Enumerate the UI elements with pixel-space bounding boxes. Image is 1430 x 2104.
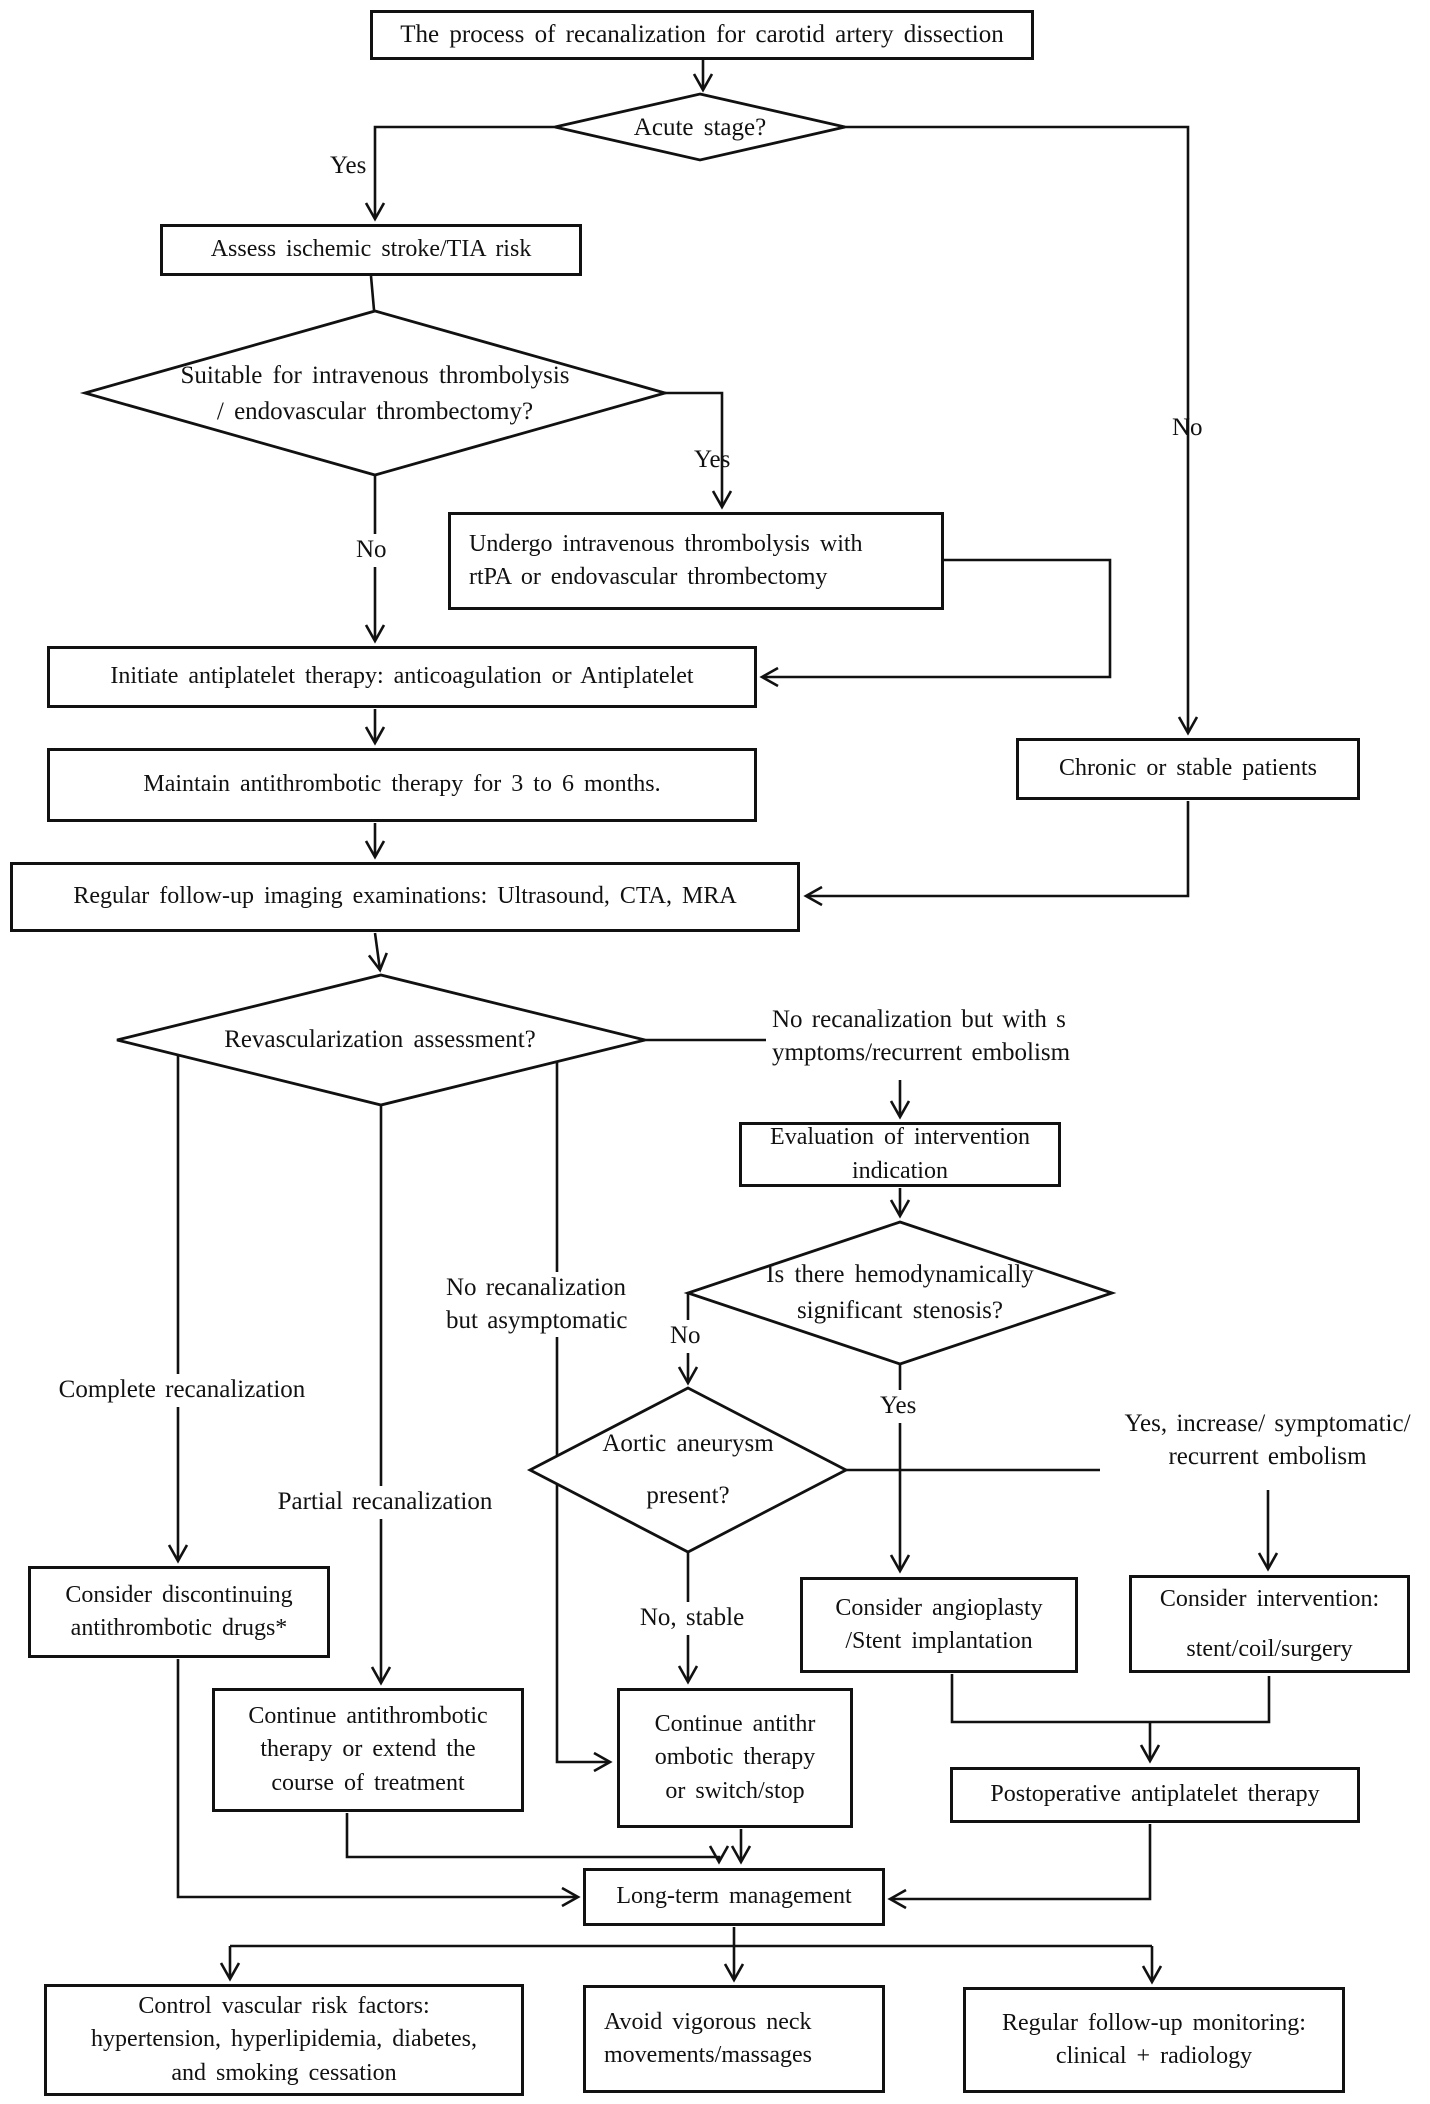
label-suitable-yes: Yes [694, 446, 731, 473]
continue-extend-box: Continue antithrombotic therapy or exten… [212, 1688, 524, 1812]
edge-imaging-revasc [367, 932, 388, 973]
avoid-neck-movements-box: Avoid vigorous neck movements/massages [583, 1985, 885, 2093]
edge-acute-no [845, 125, 1199, 736]
edge-postop-longterm [887, 1824, 1152, 1910]
continue-switch-box: Continue antithr ombotic therapy or swit… [617, 1688, 853, 1828]
label-no-recanalization-asymptomatic: No recanalization but asymptomatic [442, 1272, 676, 1337]
label-acute-no: No [1172, 414, 1203, 441]
edge-assess-suitable [369, 275, 376, 311]
edge-acute-yes [364, 125, 555, 222]
label-aortic-no-stable: No, stable [626, 1602, 758, 1635]
decision-acute-stage [554, 92, 846, 162]
label-partial-recanalization: Partial recanalization [258, 1486, 512, 1519]
label-stenosis-yes: Yes [876, 1390, 921, 1423]
title-box: The process of recanalization for caroti… [370, 10, 1034, 60]
label-suitable-no: No [352, 534, 391, 567]
regular-monitoring-box: Regular follow-up monitoring: clinical +… [963, 1987, 1345, 2093]
longterm-management-box: Long-term management [583, 1868, 885, 1926]
chronic-stable-box: Chronic or stable patients [1016, 738, 1360, 800]
label-acute-yes: Yes [330, 152, 367, 179]
label-no-recanalization-symptomatic: No recanalization but with s ymptoms/rec… [772, 1006, 1071, 1066]
initiate-therapy-box: Initiate antiplatelet therapy: anticoagu… [47, 646, 757, 708]
undergo-thrombolysis-box: Undergo intravenous thrombolysis with rt… [448, 512, 944, 610]
decision-suitable-thrombolysis [79, 309, 671, 477]
decision-stenosis [683, 1220, 1117, 1366]
angioplasty-stent-box: Consider angioplasty /Stent implantation [800, 1577, 1078, 1673]
consider-intervention-box: Consider intervention: stent/coil/surger… [1129, 1575, 1410, 1673]
label-stenosis-no: No [666, 1320, 705, 1353]
edge-undergo-initiate [759, 558, 1112, 688]
decision-revascularization [116, 973, 646, 1107]
assess-risk-box: Assess ischemic stroke/TIA risk [160, 224, 582, 276]
edge-merge-bracket [950, 1674, 1271, 1724]
edge-asymptomatic [555, 1062, 613, 1773]
decision-aortic-aneurysm [526, 1386, 850, 1554]
edge-extend-longterm [345, 1813, 730, 1865]
edge-discontinue-longterm [176, 1659, 581, 1908]
label-aortic-yes-increase: Yes, increase/ symptomatic/ recurrent em… [1124, 1410, 1411, 1470]
discontinue-drugs-box: Consider discontinuing antithrombotic dr… [28, 1566, 330, 1658]
imaging-followup-box: Regular follow-up imaging examinations: … [10, 862, 800, 932]
edge-chronic-imaging [803, 801, 1190, 907]
label-complete-recanalization: Complete recanalization [30, 1374, 334, 1407]
postoperative-therapy-box: Postoperative antiplatelet therapy [950, 1767, 1360, 1823]
control-risk-factors-box: Control vascular risk factors: hypertens… [44, 1984, 524, 2096]
evaluation-intervention-box: Evaluation of intervention indication [739, 1122, 1061, 1187]
maintain-therapy-box: Maintain antithrombotic therapy for 3 to… [47, 748, 757, 822]
edge-suitable-yes [665, 391, 733, 510]
